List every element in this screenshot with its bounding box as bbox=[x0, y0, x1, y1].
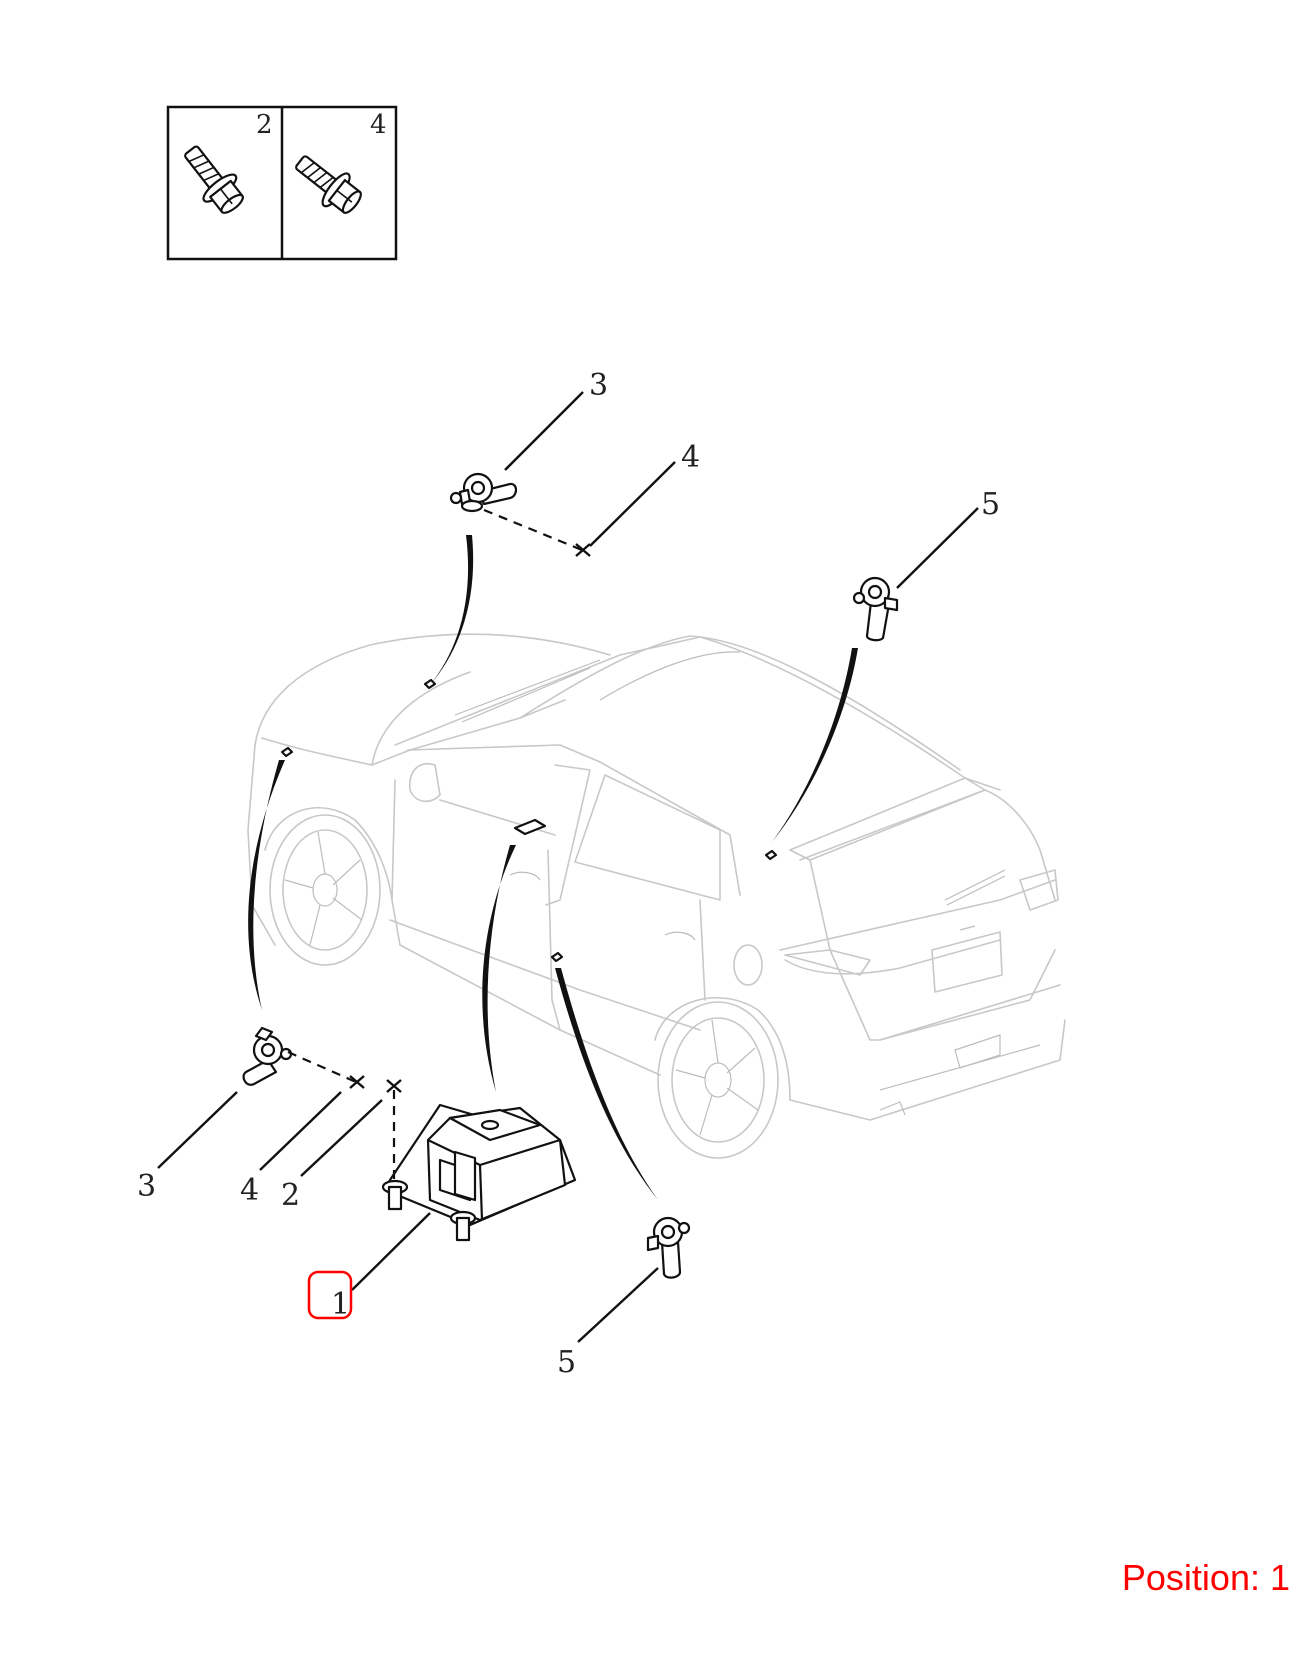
bolt-markers bbox=[349, 543, 591, 1093]
bolt-icon bbox=[184, 145, 244, 214]
callout-numbers: 3 4 5 3 4 2 1 5 bbox=[137, 368, 1000, 1380]
impact-sensor-bottom bbox=[646, 1216, 691, 1279]
fastener-inset: 2 4 bbox=[166, 105, 398, 261]
impact-sensor-rear bbox=[852, 576, 899, 642]
inset-number-right: 4 bbox=[370, 110, 387, 140]
dashed-leaders bbox=[287, 508, 583, 1180]
callout-sensor-left: 3 bbox=[137, 1169, 156, 1204]
vehicle-outline bbox=[247, 633, 1066, 1159]
impact-sensor-top bbox=[449, 472, 518, 513]
airbag-control-module bbox=[381, 1103, 577, 1242]
callout-control-module: 1 bbox=[331, 1287, 350, 1322]
callout-sensor-bottom: 5 bbox=[557, 1345, 576, 1380]
callout-bolt-left-b: 2 bbox=[281, 1178, 300, 1213]
callout-bolt-top: 4 bbox=[681, 440, 700, 475]
location-leaders bbox=[248, 535, 858, 1200]
callout-bolt-left-a: 4 bbox=[240, 1173, 259, 1208]
callout-sensor-top: 3 bbox=[589, 368, 608, 403]
position-label: Position: 1 bbox=[1121, 1557, 1290, 1598]
impact-sensor-left bbox=[242, 1026, 293, 1086]
bolt-icon bbox=[295, 155, 362, 214]
selected-callout-highlight bbox=[307, 1270, 353, 1320]
callout-sensor-rear: 5 bbox=[981, 487, 1000, 522]
callout-leaders bbox=[157, 391, 979, 1343]
mount-markers bbox=[280, 678, 778, 963]
inset-number-left: 2 bbox=[256, 110, 273, 140]
